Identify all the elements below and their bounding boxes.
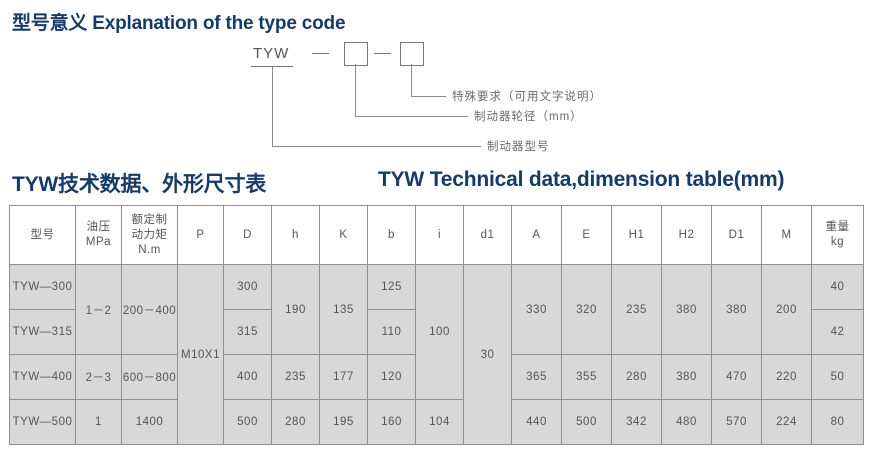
cell-pressure: 1 [75,399,122,445]
section-title-table-cn: TYW技术数据、外形尺寸表 [12,173,267,196]
cell-a: 365 [511,354,562,400]
cell-i: 100 [415,264,464,400]
cell-h: 190 [271,264,320,355]
cell-weight: 42 [811,309,864,355]
column-header-d: D [223,205,272,265]
column-header-m: M [761,205,812,265]
column-header-e: E [561,205,612,265]
cell-pressure: 1－2 [75,264,122,355]
cell-weight: 50 [811,354,864,400]
cell-b: 120 [367,354,416,400]
type-code-box-special-requirement [400,42,424,66]
cell-d1-outer: 570 [711,399,762,445]
type-code-dash-2 [374,53,391,54]
cell-m: 200 [761,264,812,355]
cell-a: 330 [511,264,562,355]
type-code-prefix-underline [251,66,293,67]
cell-torque: 1400 [121,399,178,445]
cell-e: 320 [561,264,612,355]
column-header-h: h [271,205,320,265]
column-header-k: K [319,205,368,265]
type-code-box-wheel-diameter [344,42,368,66]
column-header-h1: H1 [611,205,662,265]
table-row: TYW—500 1 1400 500 280 195 160 104 440 5… [9,399,864,445]
cell-d: 500 [223,399,272,445]
cell-b: 160 [367,399,416,445]
table-header-row: 型号 油压 MPa 额定制 动力矩 N.m P D h K b i d1 A E… [9,205,864,265]
cell-e: 500 [561,399,612,445]
cell-m: 220 [761,354,812,400]
column-header-p: P [177,205,224,265]
leader-line-model-horizontal [272,146,481,147]
column-header-b: b [367,205,416,265]
type-code-prefix: TYW [253,45,290,62]
cell-b: 110 [367,309,416,355]
cell-a: 440 [511,399,562,445]
column-header-d1: d1 [463,205,512,265]
cell-p: M10X1 [177,264,224,445]
column-header-i: i [415,205,464,265]
column-header-pressure: 油压 MPa [75,205,122,265]
cell-d: 300 [223,264,272,310]
cell-h: 280 [271,399,320,445]
cell-d: 315 [223,309,272,355]
cell-torque: 200－400 [121,264,178,355]
cell-h2: 380 [661,264,712,355]
type-code-label-wheel-diameter: 制动器轮径（mm） [474,111,583,123]
cell-h1: 342 [611,399,662,445]
cell-e: 355 [561,354,612,400]
cell-h: 235 [271,354,320,400]
page-title-type-code: 型号意义 Explanation of the type code [12,13,346,34]
column-header-weight: 重量 kg [811,205,864,265]
cell-h1: 280 [611,354,662,400]
cell-d1-outer: 380 [711,264,762,355]
cell-pressure: 2－3 [75,354,122,400]
type-code-dash-1 [312,53,329,54]
cell-m: 224 [761,399,812,445]
type-code-label-model: 制动器型号 [487,141,550,153]
cell-b: 125 [367,264,416,310]
column-header-a: A [511,205,562,265]
cell-d1-outer: 470 [711,354,762,400]
cell-h2: 380 [661,354,712,400]
cell-model: TYW—300 [9,264,76,310]
table-row: TYW—315 315 110 42 [9,309,864,355]
cell-h1: 235 [611,264,662,355]
cell-weight: 40 [811,264,864,310]
column-header-h2: H2 [661,205,712,265]
column-header-d1-outer: D1 [711,205,762,265]
leader-line-wheel-diameter-horizontal [355,116,468,117]
table-row: TYW—400 2－3 600－800 400 235 177 120 365 … [9,354,864,400]
cell-model: TYW—500 [9,399,76,445]
table-row: TYW—300 1－2 200－400 M10X1 300 190 135 12… [9,264,864,445]
leader-line-special-requirement-vertical [411,64,412,96]
cell-weight: 80 [811,399,864,445]
cell-d1: 30 [463,264,512,445]
cell-model: TYW—315 [9,309,76,355]
leader-line-special-requirement-horizontal [411,96,446,97]
cell-torque: 600－800 [121,354,178,400]
cell-k: 135 [319,264,368,355]
cell-k: 177 [319,354,368,400]
cell-d: 400 [223,354,272,400]
type-code-diagram: TYW 特殊要求（可用文字说明） 制动器轮径（mm） 制动器型号 [0,38,878,163]
cell-h2: 480 [661,399,712,445]
section-title-table-en: TYW Technical data,dimension table(mm) [378,168,785,191]
type-code-label-special-requirement: 特殊要求（可用文字说明） [452,91,602,103]
column-header-torque: 额定制 动力矩 N.m [121,205,178,265]
leader-line-wheel-diameter-vertical [355,64,356,116]
leader-line-model-vertical [272,67,273,146]
cell-i: 104 [415,399,464,445]
cell-model: TYW—400 [9,354,76,400]
cell-k: 195 [319,399,368,445]
column-header-model: 型号 [9,205,76,265]
specification-table: 型号 油压 MPa 额定制 动力矩 N.m P D h K b i d1 A E… [9,205,864,445]
